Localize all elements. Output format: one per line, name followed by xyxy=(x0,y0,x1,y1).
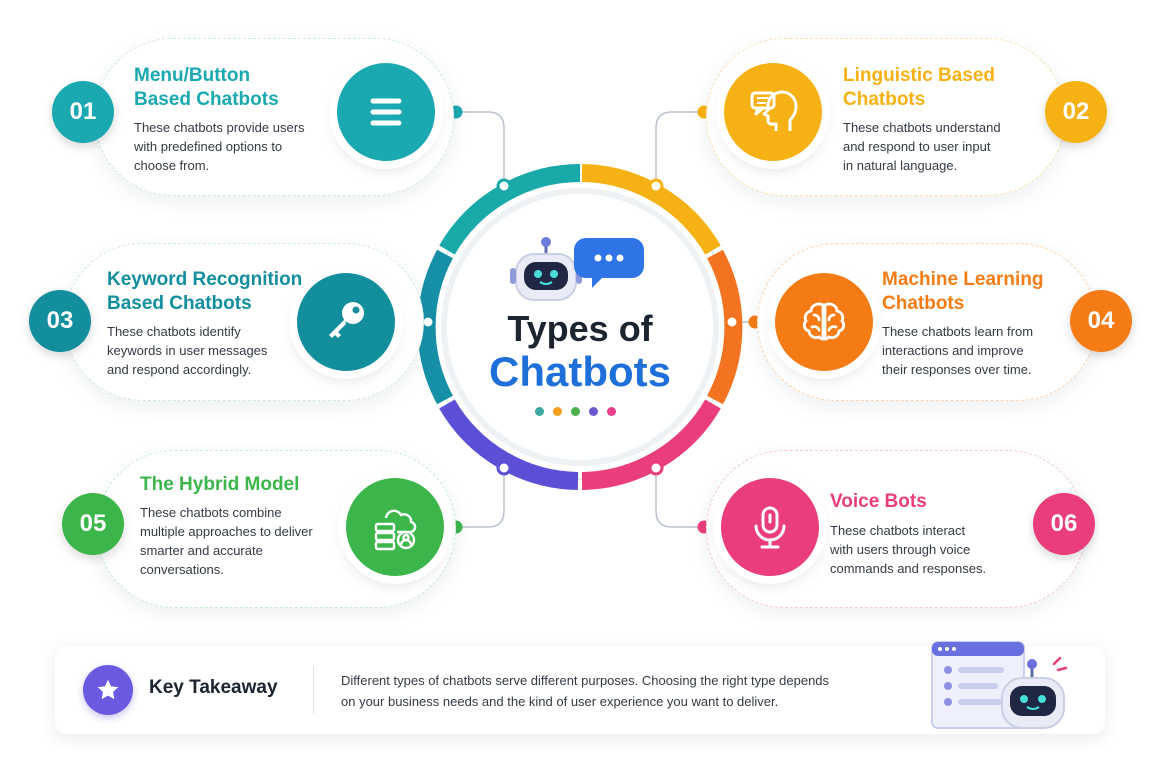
takeaway-text-line2: on your business needs and the kind of u… xyxy=(341,694,779,709)
card-desc-line: interactions and improve xyxy=(882,343,1024,358)
robot-chat-icon xyxy=(510,237,644,301)
card-desc-line: with predefined options to xyxy=(134,139,283,154)
card-title-line2: Chatbots xyxy=(843,89,926,110)
card-desc-line: These chatbots learn from xyxy=(882,324,1034,339)
cloud-server-user-icon xyxy=(346,478,444,576)
card-desc-line: their responses over time. xyxy=(882,362,1032,377)
card-desc-line: with users through voice xyxy=(830,542,971,557)
key-takeaway-panel: Key Takeaway Different types of chatbots… xyxy=(55,646,1105,734)
card-desc-line: These chatbots interact xyxy=(830,523,966,538)
center-dots xyxy=(535,407,625,417)
takeaway-heading: Key Takeaway xyxy=(149,677,278,698)
card-desc-line: These chatbots identify xyxy=(107,324,241,339)
card-desc-line: and respond to user input xyxy=(843,139,991,154)
card-desc-line: choose from. xyxy=(134,158,210,173)
robot-checklist-icon xyxy=(931,641,1068,729)
card-desc-line: conversations. xyxy=(140,562,224,577)
center-dot xyxy=(607,407,616,416)
card-desc-line: These chatbots combine xyxy=(140,505,282,520)
card-desc-line: These chatbots understand xyxy=(843,120,1001,135)
card-desc-line: keywords in user messages xyxy=(107,343,268,358)
card-title-line1: Linguistic Based xyxy=(843,65,996,86)
card-desc-line: and respond accordingly. xyxy=(107,362,252,377)
number-badge: 06 xyxy=(1033,493,1095,555)
card-desc-line: in natural language. xyxy=(843,158,958,173)
number-badge: 01 xyxy=(52,81,114,143)
center-dot xyxy=(553,407,562,416)
center-dot xyxy=(589,407,598,416)
center-dot xyxy=(571,407,580,416)
takeaway-text-line1: Different types of chatbots serve differ… xyxy=(341,673,830,688)
card-title-line1: Keyword Recognition xyxy=(107,269,303,290)
number-badge: 04 xyxy=(1070,290,1132,352)
card-desc-line: commands and responses. xyxy=(830,561,987,576)
card-desc-line: multiple approaches to deliver xyxy=(140,524,313,539)
microphone-icon xyxy=(721,478,819,576)
center-title-line2: Chatbots xyxy=(489,348,671,395)
card-title-line2: Chatbots xyxy=(882,293,965,314)
card-title-line1: Menu/Button xyxy=(134,65,251,86)
number-badge: 02 xyxy=(1045,81,1107,143)
brain-icon xyxy=(775,273,873,371)
card-desc-line: These chatbots provide users xyxy=(134,120,305,135)
menu-icon xyxy=(337,63,435,161)
key-icon xyxy=(297,273,395,371)
card-title-line2: Based Chatbots xyxy=(107,293,252,314)
number-badge: 03 xyxy=(29,290,91,352)
center-title-line1: Types of xyxy=(507,308,653,349)
divider xyxy=(313,666,314,714)
center-dot xyxy=(535,407,544,416)
card-desc-line: smarter and accurate xyxy=(140,543,263,558)
head-chat-icon xyxy=(724,63,822,161)
card-title-line1: Machine Learning xyxy=(882,269,1044,290)
star-icon xyxy=(83,665,133,715)
number-badge: 05 xyxy=(62,493,124,555)
card-title-line2: Based Chatbots xyxy=(134,89,279,110)
card-title-line1: The Hybrid Model xyxy=(140,474,300,495)
card-title-line1: Voice Bots xyxy=(830,491,927,512)
